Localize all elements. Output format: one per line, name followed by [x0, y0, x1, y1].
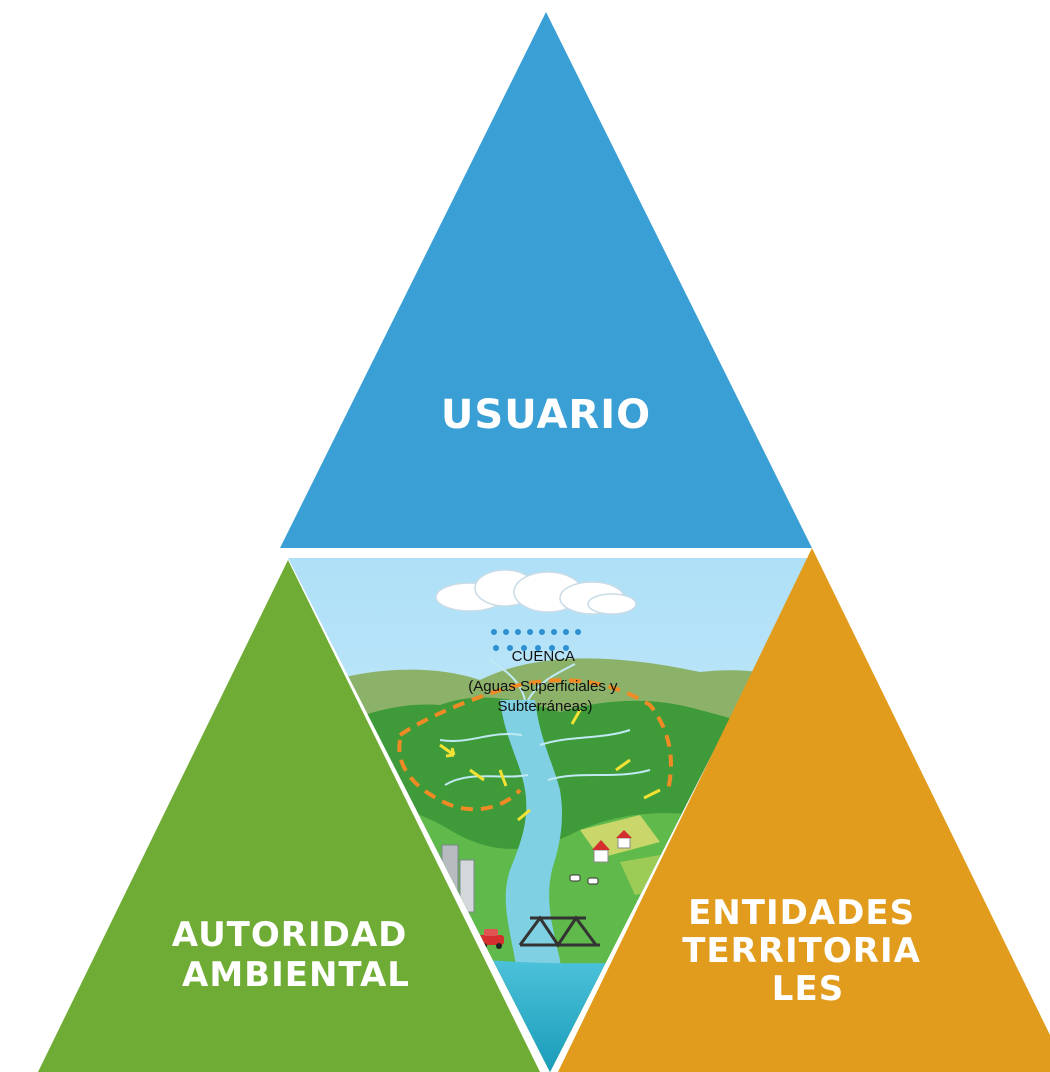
arrow-icon [439, 709, 661, 822]
autoridad-ambiental-triangle [38, 560, 540, 1072]
usuario-triangle [280, 12, 812, 548]
usuario-label: USUARIO [441, 392, 651, 438]
entidades-territoriales-label: ENTIDADES TERRITORIA LES [682, 893, 934, 1009]
bridge-icon [518, 915, 600, 948]
cattle-icon [569, 874, 599, 885]
autoridad-ambiental-label: AUTORIDAD AMBIENTAL [172, 915, 420, 995]
cuenca-label: CUENCA (Aguas Superficiales y Subterráne… [468, 648, 621, 715]
cloud-icon [435, 569, 637, 615]
rain-icon [491, 629, 581, 651]
entidades-territoriales-triangle [558, 548, 1050, 1072]
